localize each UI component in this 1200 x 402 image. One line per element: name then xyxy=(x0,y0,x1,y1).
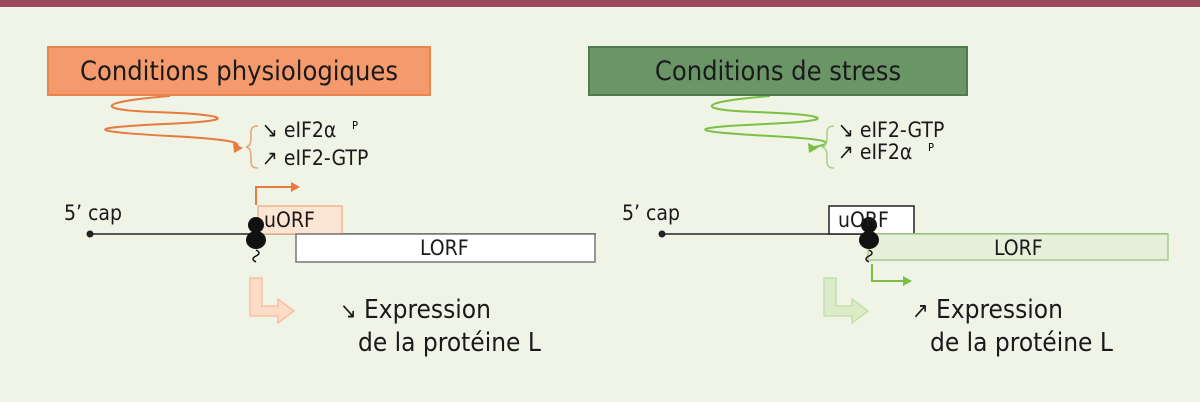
right-lorf-label: LORF xyxy=(994,236,1043,260)
left-lorf-box xyxy=(295,233,596,263)
left-ribosome xyxy=(246,217,266,263)
left-start-arrowhead xyxy=(291,182,300,192)
left-expression: ↘ Expression de la protéine L xyxy=(340,294,541,359)
right-brace xyxy=(821,125,835,169)
right-cap-dot xyxy=(658,230,666,238)
title-stress-text: Conditions de stress xyxy=(654,55,902,87)
right-factor-bottom: ↗ eIF2α xyxy=(838,142,912,163)
right-factor-bottom-name: eIF2α xyxy=(859,140,913,164)
right-expression: ↗ Expression de la protéine L xyxy=(912,294,1113,359)
left-expression-line1: Expression xyxy=(364,295,491,325)
left-expression-arrow: ↘ xyxy=(340,299,357,324)
right-factor-bottom-arrow: ↗ xyxy=(838,140,854,164)
left-factor-top: ↘ eIF2α xyxy=(262,120,336,141)
right-cap-label: 5’ cap xyxy=(622,201,680,225)
left-wave xyxy=(104,95,239,149)
left-factor-top-sup: P xyxy=(352,119,358,132)
right-lorf-box xyxy=(867,233,1169,261)
left-cap-dot xyxy=(86,230,94,238)
title-stress-conditions: Conditions de stress xyxy=(588,46,968,96)
left-cap-label: 5’ cap xyxy=(64,201,122,225)
right-start-arrow xyxy=(871,264,904,282)
top-bar xyxy=(0,0,1200,7)
title-physiological-conditions: Conditions physiologiques xyxy=(47,46,431,96)
right-wave-arrowhead xyxy=(808,143,818,153)
left-factor-bottom: ↗ eIF2-GTP xyxy=(262,148,368,169)
left-factor-bottom-arrow: ↗ xyxy=(262,146,278,170)
right-expression-arrow: ↗ xyxy=(912,299,929,324)
left-expression-line2: de la protéine L xyxy=(358,327,541,358)
left-brace xyxy=(245,125,259,169)
left-lorf-label: LORF xyxy=(420,236,469,260)
left-faded-arrow xyxy=(249,277,296,325)
right-start-arrowhead xyxy=(903,276,912,286)
right-uorf-label: uORF xyxy=(838,208,889,232)
right-expression-line2: de la protéine L xyxy=(930,327,1113,358)
right-expression-line1: Expression xyxy=(936,295,1063,325)
right-factor-bottom-sup: P xyxy=(928,141,934,154)
title-physiological-text: Conditions physiologiques xyxy=(80,55,398,87)
right-factor-top: ↘ eIF2-GTP xyxy=(838,120,944,141)
left-uorf-label: uORF xyxy=(264,208,315,232)
right-ribosome xyxy=(859,217,879,263)
left-wave-arrowhead xyxy=(233,143,243,153)
left-factor-top-name: eIF2α xyxy=(283,118,337,142)
left-factor-bottom-name: eIF2-GTP xyxy=(283,146,369,170)
right-factor-top-name: eIF2-GTP xyxy=(859,118,945,142)
right-faded-arrow xyxy=(823,277,870,325)
left-start-arrow xyxy=(255,186,292,205)
right-wave xyxy=(704,95,828,149)
left-factor-top-arrow: ↘ xyxy=(262,118,278,142)
right-factor-top-arrow: ↘ xyxy=(838,118,854,142)
